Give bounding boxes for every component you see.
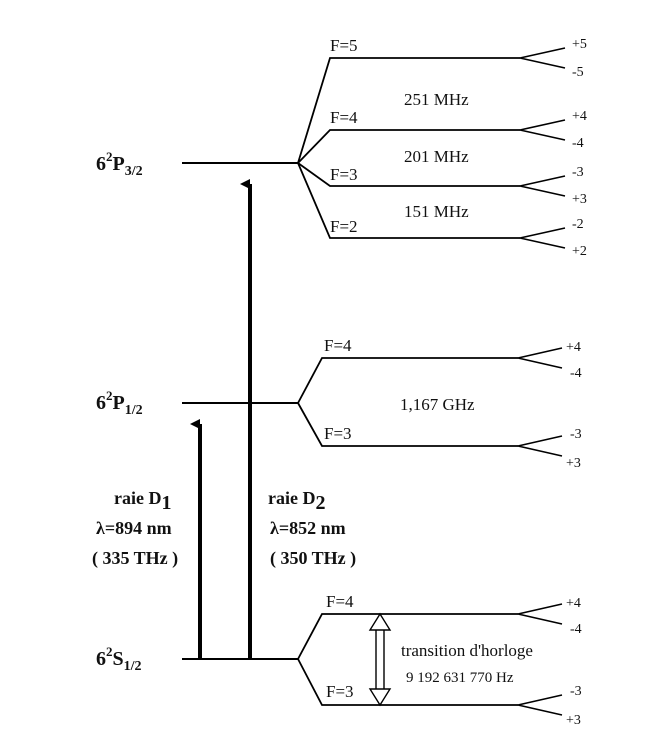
d1-wavelength: λ=894 nm [96, 518, 172, 538]
p32-gap-251: 251 MHz [404, 90, 469, 109]
p32-gap-201: 201 MHz [404, 147, 469, 166]
p32-m5b: -5 [572, 65, 584, 80]
s12-m4a: +4 [566, 596, 581, 611]
p32-f3-label: F=3 [330, 165, 358, 184]
p32-gap-151: 151 MHz [404, 202, 469, 221]
p12-m4b: -4 [570, 366, 582, 381]
p32-hyperfine-lines [297, 57, 520, 239]
level-p12-label: 62P1/2 [96, 388, 143, 418]
p32-f2-label: F=2 [330, 217, 358, 236]
p32-m3a: -3 [572, 165, 584, 180]
p32-m2a: -2 [572, 217, 584, 232]
p32-m4b: -4 [572, 136, 584, 151]
p12-m3a: -3 [570, 427, 582, 442]
s12-m4b: -4 [570, 622, 582, 637]
d1-label: raie D1 λ=894 nm ( 335 THz ) [92, 488, 178, 569]
s12-zeeman-splits [517, 603, 563, 716]
d2-frequency: ( 350 THz ) [270, 548, 356, 569]
p32-m3b: +3 [572, 192, 587, 207]
p12-f4-label: F=4 [324, 336, 352, 355]
clock-transition-arrow [368, 612, 392, 707]
p12-f3-label: F=3 [324, 424, 352, 443]
level-p12: 62P1/2 F=4 F=3 1,167 GHz +4 -4 -3 +3 [96, 336, 582, 471]
d2-label: raie D2 λ=852 nm ( 350 THz ) [268, 488, 356, 569]
p12-gap-ghz: 1,167 GHz [400, 395, 475, 414]
p12-hyperfine-lines [297, 357, 518, 447]
d2-wavelength: λ=852 nm [270, 518, 346, 538]
d1-line-name: raie D1 [114, 488, 171, 514]
clock-transition-label: transition d'horloge [401, 641, 533, 660]
s12-m3a: -3 [570, 684, 582, 699]
p12-zeeman-splits [517, 347, 563, 457]
clock-transition-frequency: 9 192 631 770 Hz [406, 670, 514, 686]
level-s12-label: 62S1/2 [96, 644, 142, 674]
p12-m4a: +4 [566, 340, 581, 355]
p32-f4-label: F=4 [330, 108, 358, 127]
p12-m3b: +3 [566, 456, 581, 471]
d2-line-name: raie D2 [268, 488, 325, 514]
p32-m2b: +2 [572, 244, 587, 259]
s12-m3b: +3 [566, 713, 581, 728]
level-p32: 62P3/2 F=5 F=4 F=3 F=2 251 MHz 201 MHz 1… [96, 36, 587, 259]
p32-m5a: +5 [572, 37, 587, 52]
p32-zeeman-splits [519, 47, 566, 249]
level-s12: 62S1/2 F=4 F=3 +4 -4 -3 +3 transition d'… [96, 592, 582, 728]
d1-frequency: ( 335 THz ) [92, 548, 178, 569]
p32-f5-label: F=5 [330, 36, 358, 55]
s12-f3-label: F=3 [326, 682, 354, 701]
s12-f4-label: F=4 [326, 592, 354, 611]
s12-hyperfine-lines [297, 613, 518, 706]
level-p32-label: 62P3/2 [96, 149, 143, 179]
p32-m4a: +4 [572, 109, 587, 124]
